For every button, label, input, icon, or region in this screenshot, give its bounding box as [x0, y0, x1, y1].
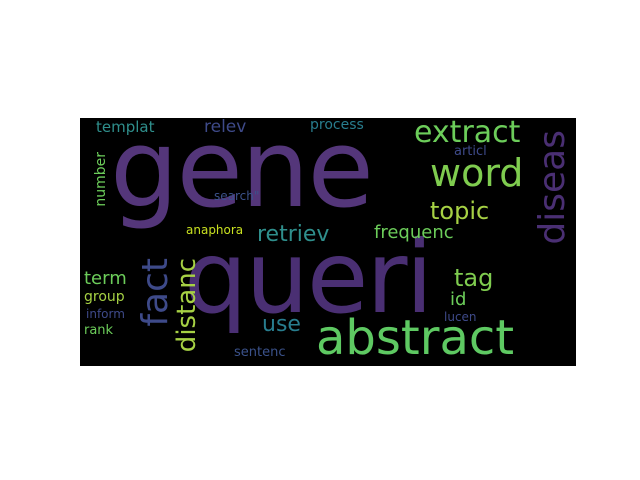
- word-queri: queri: [184, 219, 433, 336]
- word-tag: tag: [454, 264, 494, 292]
- word-lucen: lucen: [444, 310, 477, 324]
- word-anaphora: anaphora: [186, 223, 244, 237]
- word-templat: templat: [96, 118, 155, 136]
- word-rank: rank: [84, 323, 114, 338]
- word-id: id: [450, 289, 467, 310]
- word-diseas: diseas: [532, 130, 573, 245]
- word-term: term: [84, 268, 127, 289]
- word-process: process: [310, 118, 364, 133]
- word-cloud: gene queri abstract diseas word extract …: [80, 118, 576, 366]
- word-distanc: distanc: [172, 258, 202, 353]
- word-group: group: [84, 289, 125, 305]
- word-use: use: [262, 312, 301, 337]
- word-word: word: [430, 151, 524, 195]
- word-relev: relev: [204, 118, 247, 137]
- word-inform: inform: [86, 307, 125, 321]
- word-extract: extract: [414, 118, 521, 150]
- word-search: search": [214, 189, 260, 203]
- word-retriev: retriev: [257, 222, 330, 247]
- word-gene: gene: [110, 118, 374, 232]
- word-number: number: [93, 152, 109, 207]
- word-abstract: abstract: [316, 310, 515, 366]
- word-frequenc: frequenc: [374, 222, 454, 243]
- word-topic: topic: [430, 197, 490, 225]
- word-fact: fact: [135, 258, 176, 327]
- word-articl: articl: [454, 144, 487, 159]
- word-sentenc: sentenc: [234, 345, 286, 360]
